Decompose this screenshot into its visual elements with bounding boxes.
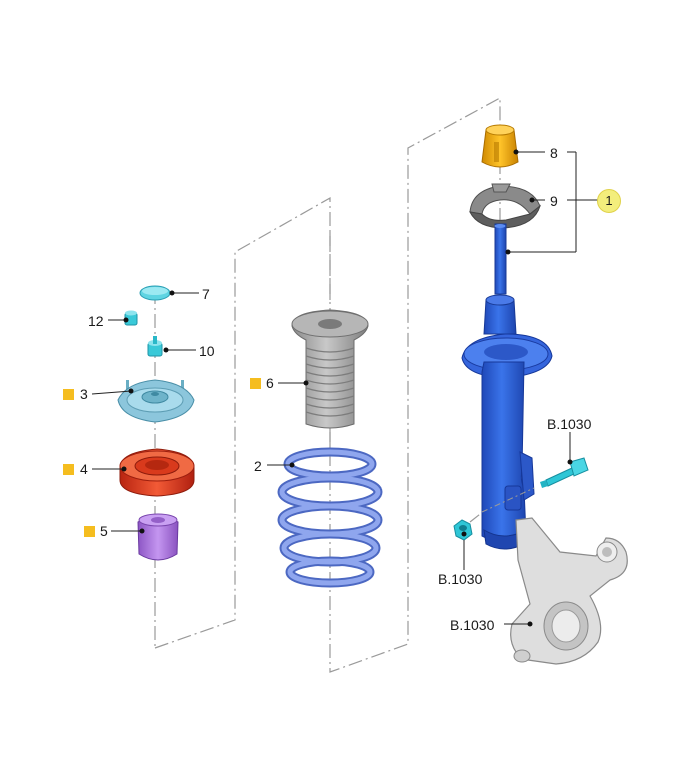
callout-9: 9	[550, 193, 558, 209]
callout-12: 12	[88, 313, 104, 329]
part-2-coil-spring	[277, 447, 383, 588]
callout-10: 10	[199, 343, 215, 359]
part-4-bearing	[119, 448, 195, 497]
part-5-bump-stop	[137, 513, 179, 561]
part-1-strut	[461, 223, 553, 550]
callout-8: 8	[550, 145, 558, 161]
callout-1-badge: 1	[597, 189, 621, 213]
callout-4: 4	[80, 461, 88, 477]
callout-7: 7	[202, 286, 210, 302]
part-8-bump-stop-cap	[481, 124, 519, 168]
callout-b1030-knuckle: B.1030	[450, 617, 495, 633]
marker-square-3	[63, 389, 74, 400]
marker-square-4	[63, 464, 74, 475]
callout-6: 6	[266, 375, 274, 391]
part-7-cap	[139, 285, 171, 301]
callout-3: 3	[80, 386, 88, 402]
callout-b1030-nut: B.1030	[438, 571, 483, 587]
marker-square-6	[250, 378, 261, 389]
leader-dots	[121, 149, 573, 627]
callout-5: 5	[100, 523, 108, 539]
part-3-top-mount	[117, 379, 195, 423]
callout-b1030-bolt: B.1030	[547, 416, 592, 432]
nut-b1030	[453, 519, 473, 541]
part-10-nut	[147, 336, 163, 357]
part-6-boot	[291, 309, 369, 429]
steering-knuckle	[510, 517, 628, 665]
callout-2: 2	[254, 458, 262, 474]
leader-lines	[91, 151, 598, 625]
marker-square-5	[84, 526, 95, 537]
part-9-spring-seat	[469, 183, 541, 229]
bolt-b1030	[481, 457, 589, 513]
